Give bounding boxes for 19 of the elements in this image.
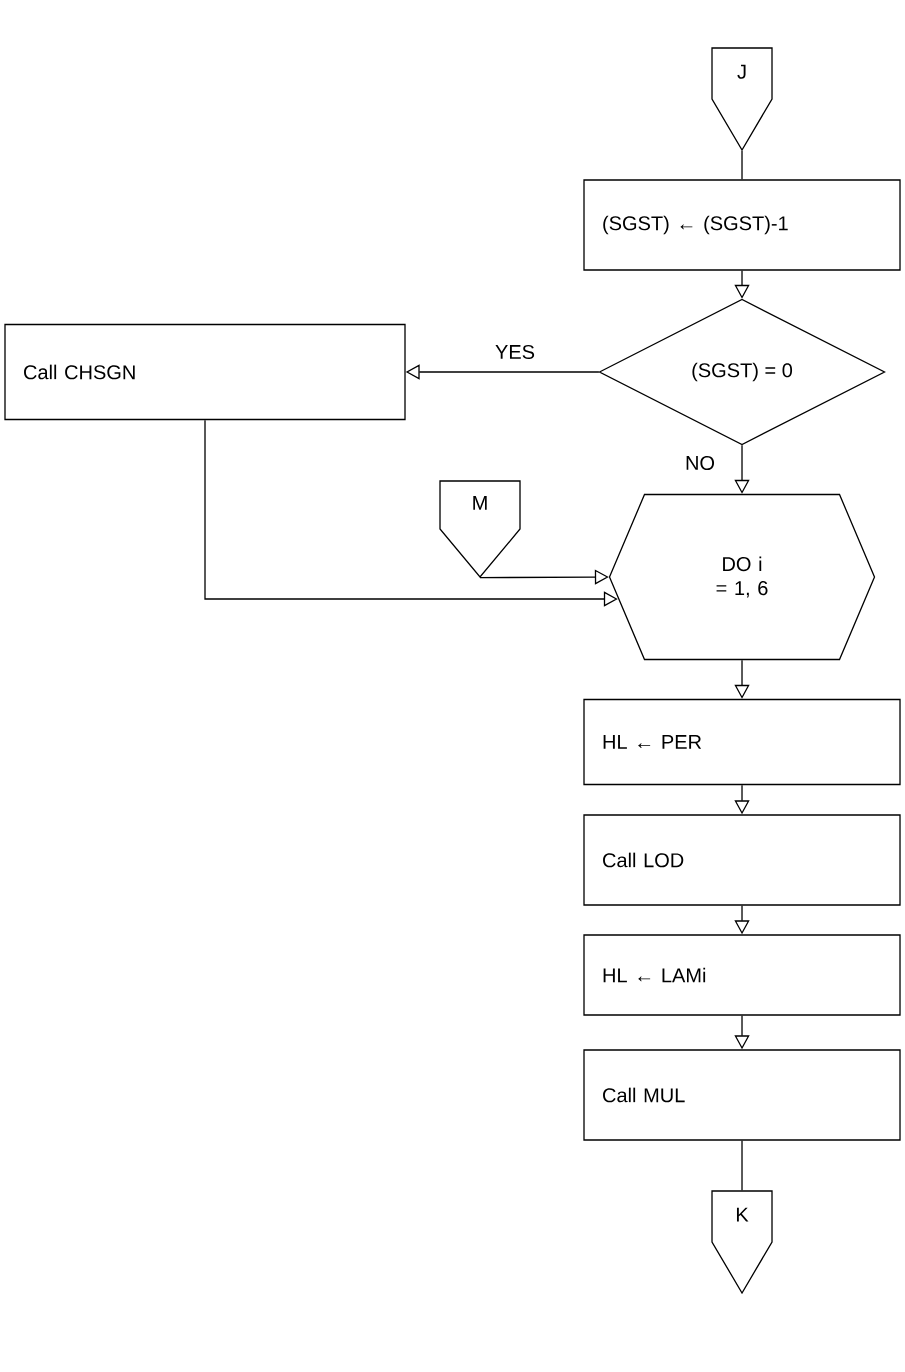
process-box: HL ← PER (583, 698, 901, 786)
arrow (734, 270, 750, 299)
arrow (734, 444, 750, 494)
process-box: Call MUL (583, 1049, 901, 1141)
edge-label: NO (684, 454, 716, 472)
connector-line (741, 150, 743, 180)
offpage-connector: K (711, 1190, 773, 1295)
offpage-connector: J (711, 47, 773, 152)
process-box: Call CHSGN (4, 323, 406, 421)
arrow (734, 659, 750, 699)
process-box: HL ← LAMi (583, 934, 901, 1016)
loop-hexagon: DO i = 1, 6 (608, 493, 876, 661)
arrow (204, 419, 618, 607)
process-box: Call LOD (583, 814, 901, 906)
process-box: (SGST) ← (SGST)-1 (583, 179, 901, 271)
connector-line (741, 1140, 743, 1191)
arrow (479, 569, 609, 585)
edge-label: YES (494, 343, 536, 361)
offpage-connector: M (439, 480, 521, 578)
